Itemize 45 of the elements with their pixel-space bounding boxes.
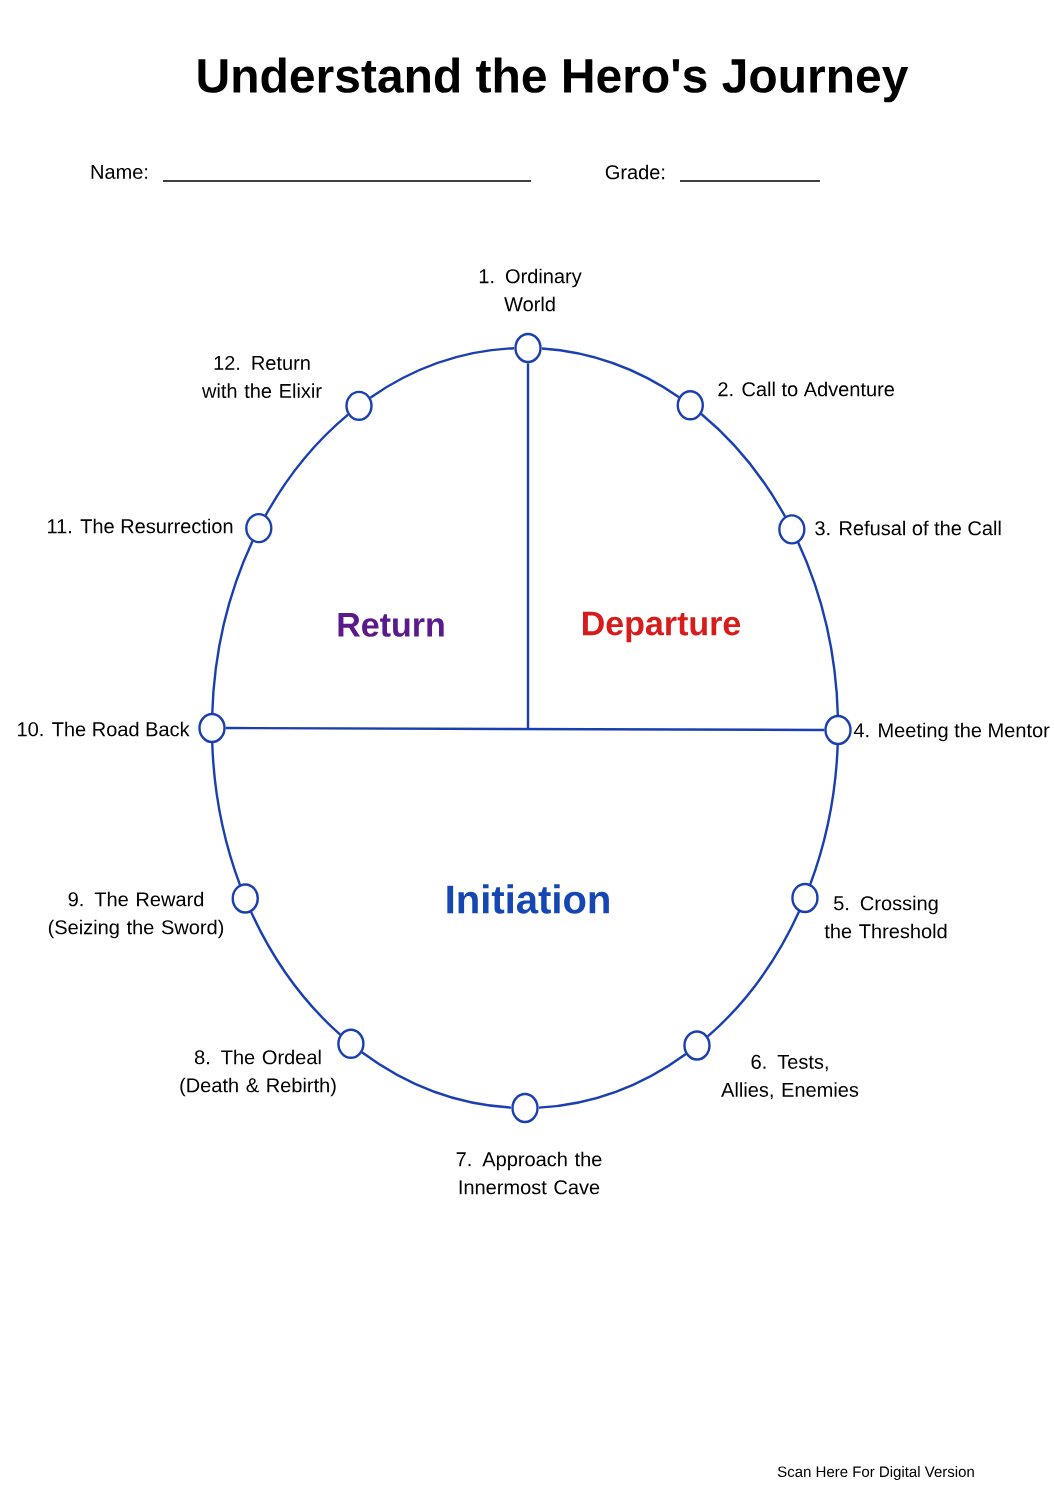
footer-text: Scan Here For Digital Version: [777, 1466, 974, 1480]
stage-label: 10. The Road Back: [18, 721, 190, 737]
stage-label: 9. The Reward (Seizing the Sword): [48, 891, 224, 939]
connector-line: [211, 540, 254, 715]
title: Understand the Hero's Journey: [198, 57, 909, 103]
stage-label: 7. Approach the Innermost Cave: [456, 1151, 602, 1195]
stage-circle: [514, 332, 542, 364]
stage-circle: [198, 712, 226, 744]
stage-label: 8. The Ordeal (Death & Rebirth): [180, 1049, 336, 1097]
connector-line: [225, 726, 825, 732]
field-label: Grade:: [605, 164, 665, 180]
connector-line: [211, 741, 242, 886]
connector-line: [369, 347, 515, 399]
connector-line: [541, 347, 680, 399]
stage-circle: [778, 514, 806, 545]
stage-circle: [231, 883, 259, 914]
section-label: Departure: [583, 611, 741, 643]
connector-line: [249, 910, 341, 1036]
stage-label: 11. The Resurrection: [48, 518, 233, 534]
connector-line: [264, 413, 349, 517]
connector-line: [538, 1052, 687, 1109]
stage-circle: [511, 1092, 539, 1124]
stage-label: 3. Refusal of the Call: [815, 520, 1001, 536]
connector-line: [706, 910, 801, 1038]
stage-label: 6. Tests, Allies, Enemies: [721, 1054, 859, 1100]
stage-label: 4. Meeting the Mentor: [853, 722, 1050, 742]
stage-circle: [791, 882, 819, 914]
stage-label: 12. Return with the Elixir: [201, 355, 322, 399]
connector-line: [700, 413, 787, 518]
section-label: Initiation: [447, 884, 609, 914]
connector-line: [808, 743, 839, 886]
stage-label: 5. Crossing the Threshold: [824, 895, 947, 939]
stage-label: 1. Ordinary World: [479, 268, 582, 312]
stage-circle: [337, 1028, 365, 1059]
stage-circle: [824, 714, 852, 746]
stage-label: 2. Call to Adventure: [718, 381, 894, 397]
stage-circle: [683, 1030, 711, 1061]
stage-circle: [345, 390, 373, 421]
stage-circle: [245, 512, 273, 544]
connector-line: [796, 541, 840, 717]
section-label: Return: [338, 613, 444, 637]
stage-circle: [676, 390, 704, 421]
connector-line: [361, 1051, 512, 1109]
field-label: Name:: [91, 165, 148, 179]
connector-line: [526, 363, 530, 729]
